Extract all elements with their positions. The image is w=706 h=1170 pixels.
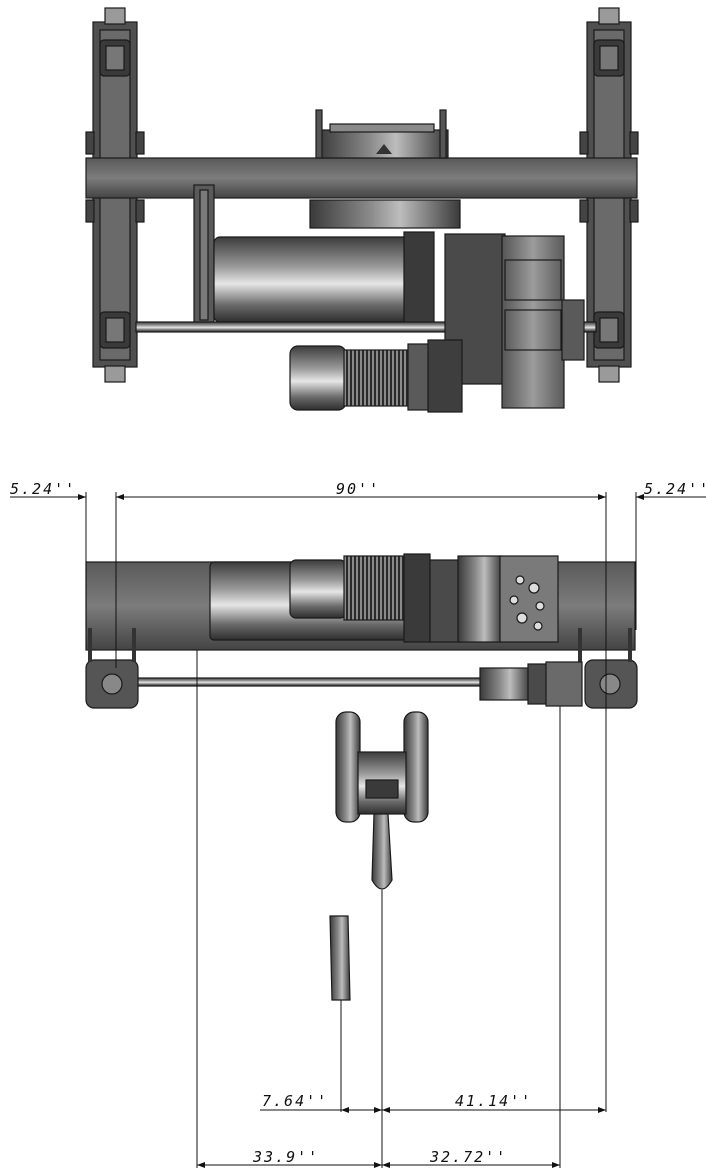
front-motor	[289, 559, 347, 619]
rope-drum	[213, 236, 415, 323]
dim-right-offset: 5.24''	[644, 480, 706, 498]
dim-span: 90''	[336, 480, 380, 498]
top-sheave-bracket	[315, 109, 449, 159]
front-left-wheel	[85, 628, 139, 709]
dim-left-offset: 5.24''	[10, 480, 76, 498]
side-hook	[329, 915, 351, 1001]
main-cross-beam	[85, 157, 638, 199]
hook-block	[335, 711, 429, 890]
dim-hook-left: 7.64''	[262, 1092, 328, 1110]
cross-shaft	[135, 321, 597, 333]
dim-trolley-left: 33.9''	[252, 1148, 319, 1166]
dimensions: 5.24'' 90'' 5.24'' 7.64'' 41.14'' 33.9''…	[10, 480, 706, 1168]
front-lower-rail	[135, 677, 487, 687]
left-end-truck	[85, 7, 145, 383]
front-right-wheel	[578, 628, 638, 709]
dim-trolley-right: 32.72''	[429, 1148, 507, 1166]
front-gearbox	[429, 555, 559, 643]
hoist-motor	[289, 339, 463, 413]
trolley-frame-top	[193, 184, 461, 326]
top-view	[85, 7, 639, 413]
travel-drive	[479, 661, 583, 707]
gearbox	[444, 233, 585, 409]
dim-hook-right: 41.14''	[455, 1092, 532, 1110]
front-view: 5.24'' 90'' 5.24'' 7.64'' 41.14'' 33.9''…	[10, 480, 706, 1168]
